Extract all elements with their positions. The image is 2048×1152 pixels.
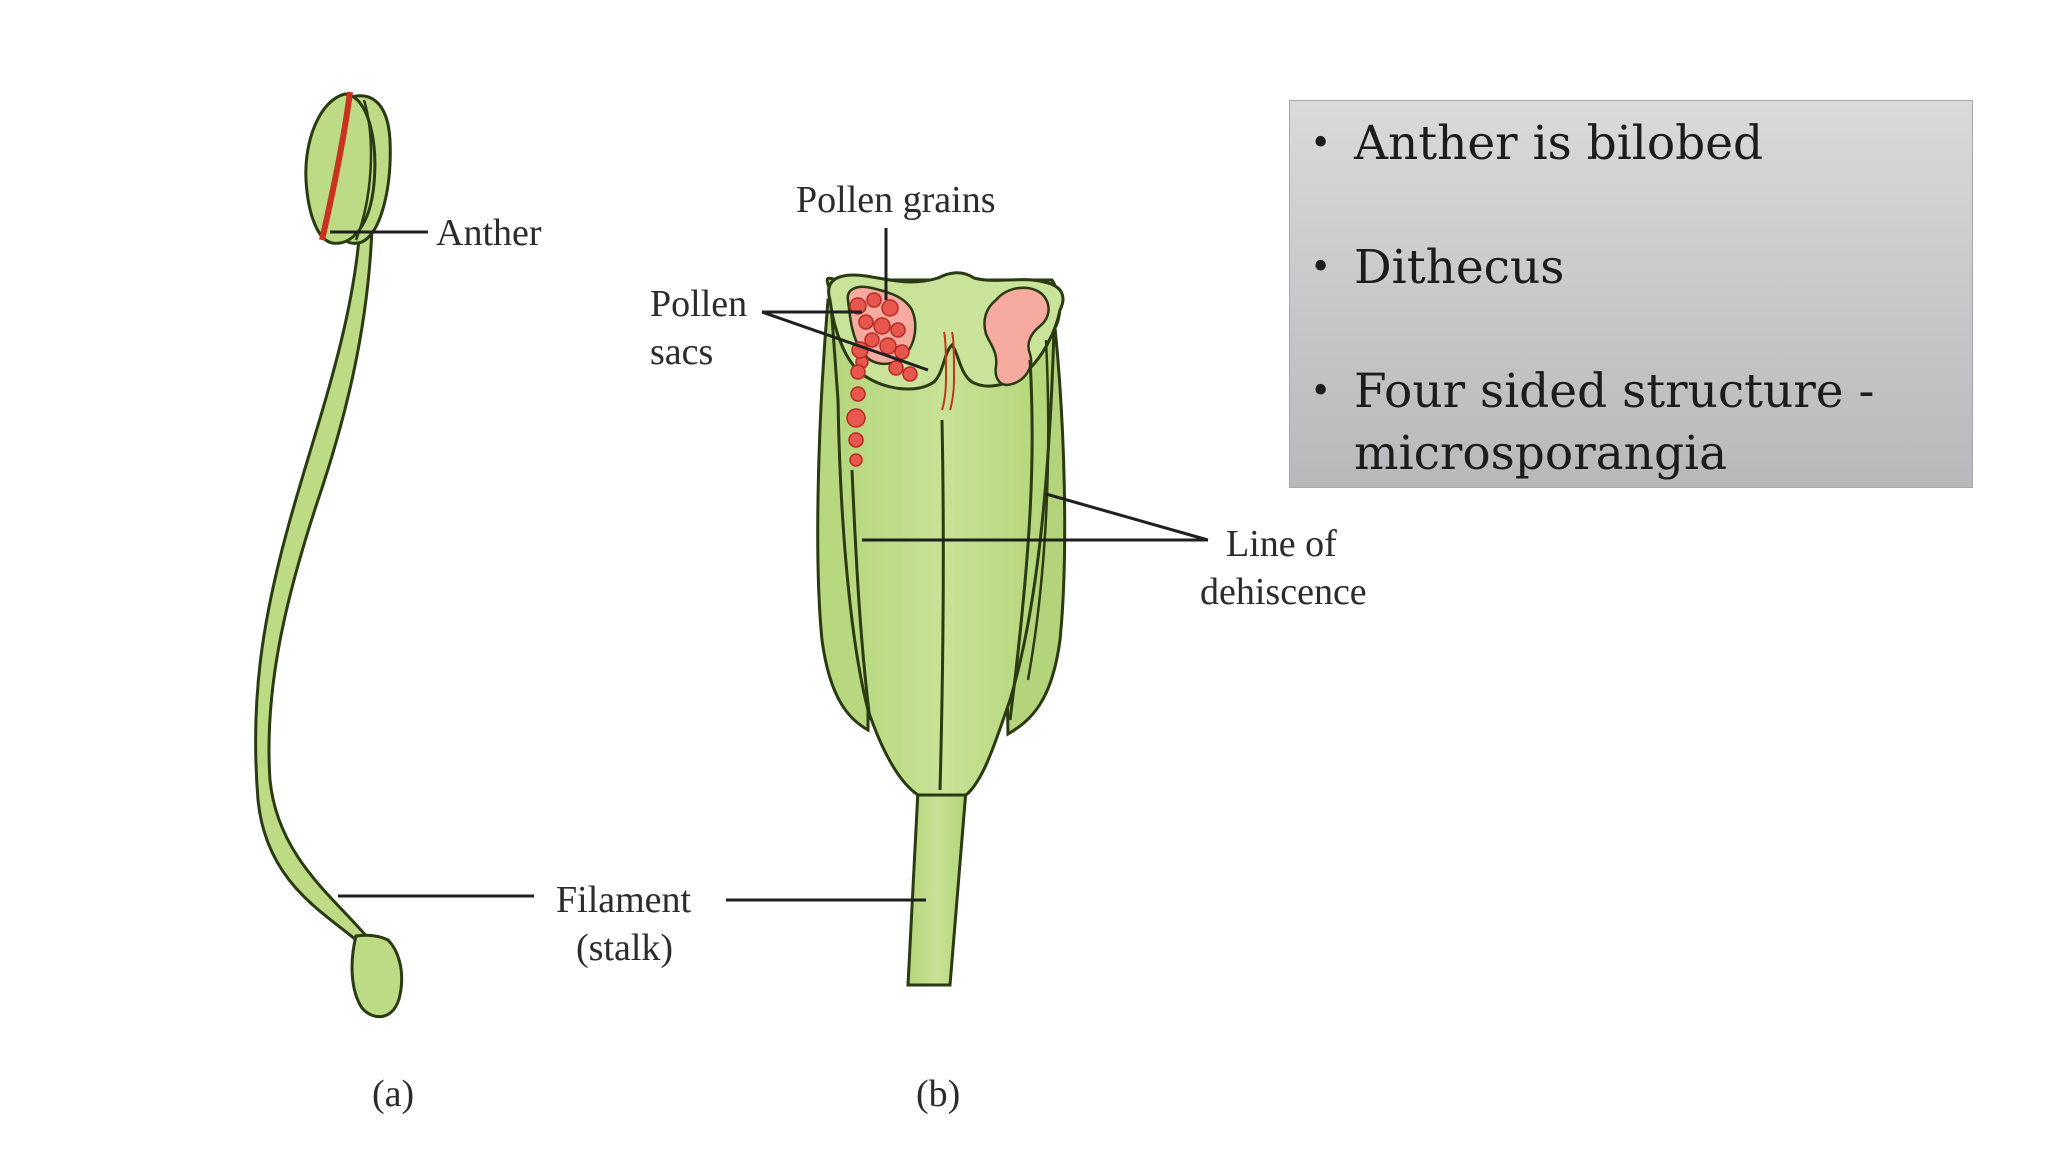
label-anther: Anther — [436, 212, 542, 254]
anther-a-groove — [354, 99, 373, 241]
bullet-dot-icon: • — [1310, 371, 1332, 412]
body-groove-inner-right — [1026, 339, 1050, 681]
filament-b — [906, 788, 968, 987]
label-pollen-grains: Pollen grains — [796, 179, 995, 221]
bullet-text: Four sided structure - microsporangia — [1354, 364, 1875, 481]
leader-pollen-sacs-2 — [761, 310, 929, 372]
bullet-list: • Anther is bilobed • Dithecus • Four si… — [1304, 113, 1944, 485]
anther-a-front-lobe — [304, 92, 377, 245]
filament-base — [350, 933, 404, 1019]
bullet-dot-icon: • — [1310, 123, 1332, 164]
body-groove-center — [938, 419, 945, 791]
diagram-labels: Anther Pollen grains Pollen sacs Line of… — [372, 179, 1367, 1115]
pollen-sac-right — [983, 286, 1050, 387]
filament-a — [254, 226, 377, 947]
caption-a: (a) — [372, 1073, 414, 1115]
bullet-text: Anther is bilobed — [1354, 116, 1764, 171]
label-pollen: Pollen — [650, 283, 747, 325]
label-filament: Filament — [556, 879, 692, 921]
dehiscence-line-a — [319, 91, 353, 241]
info-box: • Anther is bilobed • Dithecus • Four si… — [1289, 100, 1973, 488]
pollen-grains-spill — [846, 341, 869, 467]
anther-cutaway — [816, 271, 1067, 987]
body-groove-right — [1008, 359, 1034, 721]
bullet-item-dithecus: • Dithecus — [1304, 237, 1944, 299]
leader-dehiscence-2 — [1045, 492, 1209, 542]
label-sacs: sacs — [650, 331, 713, 373]
stamen-side-view — [254, 91, 404, 1019]
bullet-text: Dithecus — [1354, 240, 1565, 295]
caption-b: (b) — [916, 1073, 960, 1115]
body-groove-left — [850, 469, 872, 721]
septum — [941, 331, 956, 411]
bullet-item-bilobed: • Anther is bilobed — [1304, 113, 1944, 175]
bullet-dot-icon: • — [1310, 247, 1332, 288]
pollen-grains-cluster — [849, 292, 918, 382]
label-dehiscence: dehiscence — [1200, 571, 1367, 613]
label-line-of: Line of — [1226, 523, 1337, 565]
bullet-item-four-sided: • Four sided structure - microsporangia — [1304, 361, 1944, 485]
label-stalk: (stalk) — [576, 927, 673, 969]
leader-lines — [330, 228, 1209, 902]
